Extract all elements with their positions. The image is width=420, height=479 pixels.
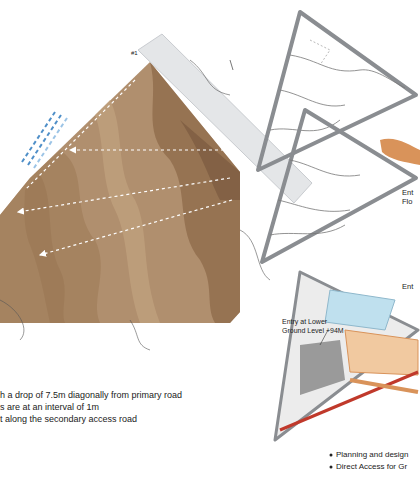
note-text: t along the secondary access road (0, 414, 137, 425)
entry-label: Entry at Lower Ground Level +94M (282, 318, 344, 336)
callout-number: #1 (131, 50, 138, 58)
entry-label: Ent (402, 282, 413, 291)
bullet-text: Planning and design (336, 450, 409, 460)
entry-label: Ent Flo (402, 188, 418, 207)
note-text: h a drop of 7.5m diagonally from primary… (0, 390, 182, 401)
bullet-text: Direct Access for Gr (336, 462, 407, 472)
note-text: s are at an interval of 1m (0, 402, 99, 413)
